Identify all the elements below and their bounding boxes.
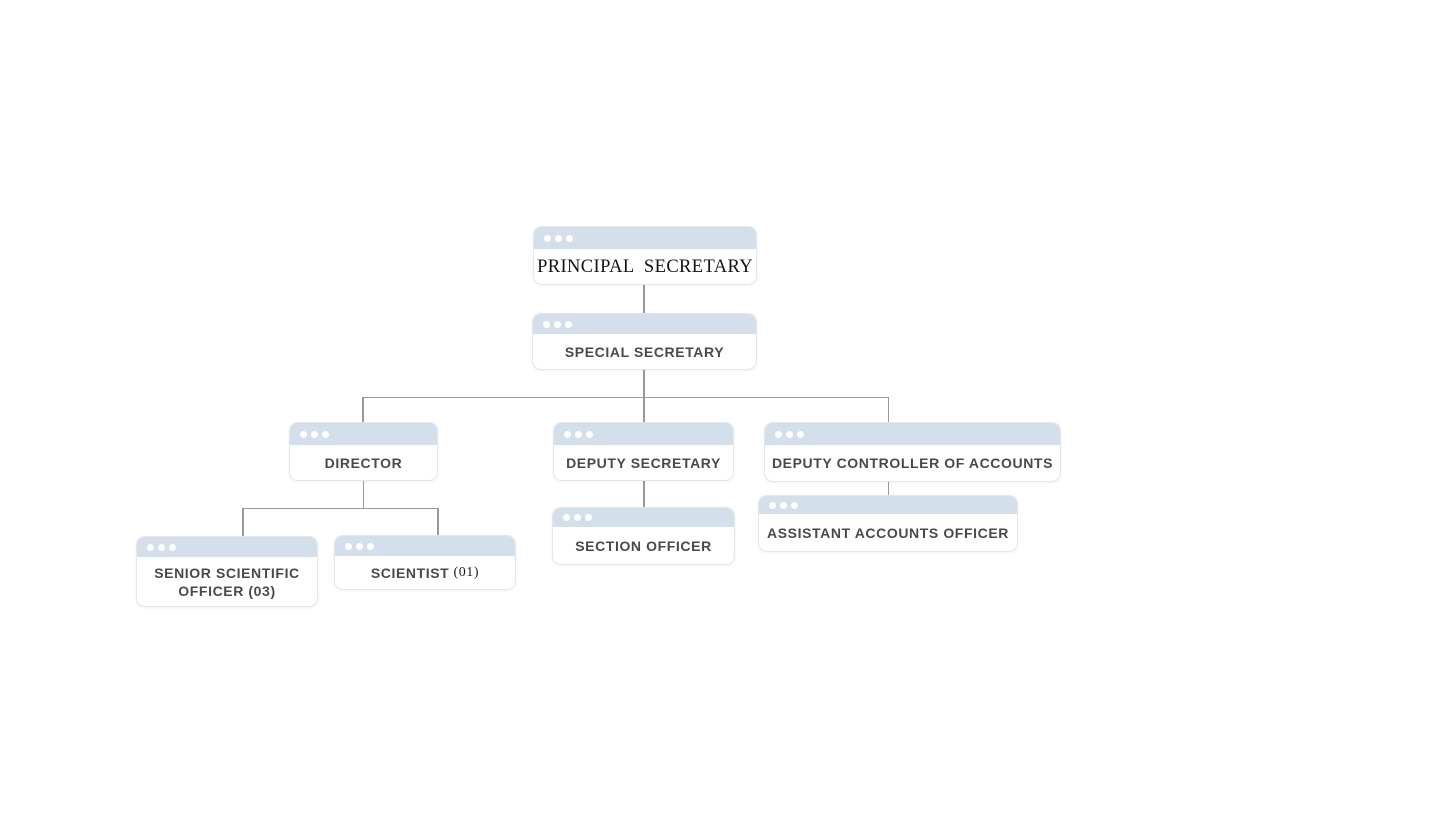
window-titlebar — [533, 314, 756, 334]
node-label: DEPUTY CONTROLLER OF ACCOUNTS — [771, 455, 1054, 471]
node-assistant-accounts-officer: ASSISTANT ACCOUNTS OFFICER — [758, 495, 1018, 552]
connector-line — [887, 397, 889, 422]
window-titlebar — [759, 496, 1017, 514]
window-dot-icon — [566, 234, 573, 242]
node-section-officer: SECTION OFFICER — [552, 507, 735, 565]
node-special-secretary: SPECIAL SECRETARY — [532, 313, 757, 370]
node-deputy-controller-of-accounts: DEPUTY CONTROLLER OF ACCOUNTS — [764, 422, 1061, 482]
connector-line — [242, 507, 438, 509]
node-label: DEPUTY SECRETARY — [566, 454, 721, 471]
window-dot-icon — [575, 430, 582, 438]
node-deputy-secretary: DEPUTY SECRETARY — [553, 422, 734, 481]
node-label-text: SCIENTIST — [370, 564, 450, 581]
window-dot-icon — [769, 501, 776, 509]
window-dot-icon — [544, 234, 551, 242]
window-dot-icon — [786, 430, 793, 438]
connector-line — [643, 481, 645, 507]
node-label-count: (01) — [449, 564, 480, 580]
window-dot-icon — [574, 514, 581, 521]
window-dot-icon — [345, 542, 352, 550]
node-scientist: SCIENTIST (01) — [334, 535, 516, 590]
window-titlebar — [554, 423, 733, 445]
window-dot-icon — [797, 430, 804, 438]
connector-line — [643, 397, 645, 422]
node-label: PRINCIPAL SECRETARY — [537, 256, 753, 277]
node-label: ASSISTANT ACCOUNTS OFFICER — [767, 524, 1009, 541]
window-dot-icon — [543, 320, 550, 328]
window-titlebar — [290, 423, 437, 445]
node-label: DIRECTOR — [324, 454, 403, 471]
connector-line — [242, 508, 244, 536]
node-label: SPECIAL SECRETARY — [564, 343, 725, 360]
window-dot-icon — [356, 542, 363, 550]
window-dot-icon — [585, 514, 592, 521]
window-dot-icon — [564, 430, 571, 438]
window-titlebar — [137, 537, 317, 557]
connector-line — [362, 397, 364, 422]
node-label: SECTION OFFICER — [575, 537, 712, 554]
node-label: SCIENTIST (01) — [335, 556, 515, 589]
window-dot-icon — [780, 501, 787, 509]
connector-line — [643, 285, 645, 313]
connector-line — [362, 396, 888, 398]
connector-line — [643, 370, 645, 397]
window-dot-icon — [367, 542, 374, 550]
window-dot-icon — [147, 543, 154, 551]
window-dot-icon — [311, 430, 318, 438]
window-dot-icon — [775, 430, 782, 438]
window-dot-icon — [322, 430, 329, 438]
node-label: SENIOR SCIENTIFIC OFFICER (03) — [154, 564, 305, 599]
connector-line — [887, 482, 889, 495]
window-dot-icon — [300, 430, 307, 438]
window-dot-icon — [554, 320, 561, 328]
window-titlebar — [765, 423, 1060, 445]
node-director: DIRECTOR — [289, 422, 438, 481]
window-dot-icon — [791, 501, 798, 509]
connector-line — [437, 508, 439, 535]
window-titlebar — [553, 508, 734, 527]
node-principal-secretary: PRINCIPAL SECRETARY — [533, 226, 757, 285]
window-titlebar — [534, 227, 756, 249]
window-titlebar — [335, 536, 515, 556]
window-dot-icon — [555, 234, 562, 242]
window-dot-icon — [565, 320, 572, 328]
connector-line — [362, 481, 364, 508]
node-senior-scientific-officer: SENIOR SCIENTIFIC OFFICER (03) — [136, 536, 318, 607]
window-dot-icon — [563, 514, 570, 521]
window-dot-icon — [169, 543, 176, 551]
window-dot-icon — [586, 430, 593, 438]
window-dot-icon — [158, 543, 165, 551]
